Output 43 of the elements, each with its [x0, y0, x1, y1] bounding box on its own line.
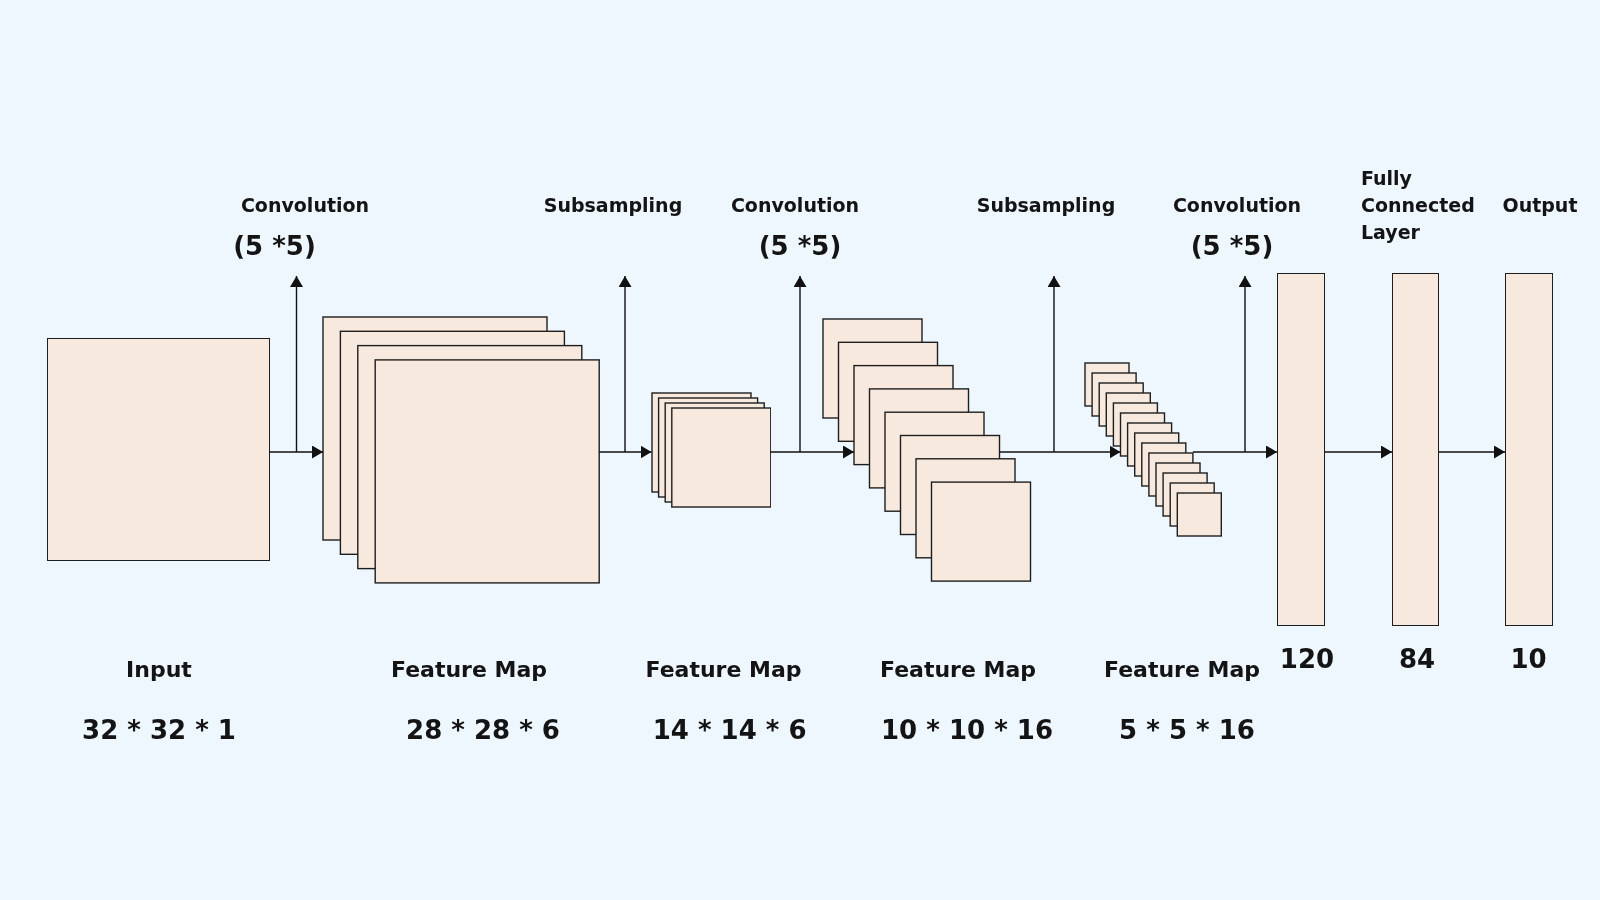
- kernel-size-label: (5 *5): [758, 232, 842, 262]
- arrow: [290, 275, 303, 453]
- unit-count: 10: [1510, 645, 1547, 675]
- kernel-size-label: (5 *5): [1190, 232, 1274, 262]
- arrow: [793, 275, 807, 453]
- arrow: [598, 445, 653, 459]
- dimension-label: 14 * 14 * 6: [652, 716, 807, 746]
- arrow: [1047, 275, 1061, 453]
- layer-name: Output: [1502, 195, 1578, 217]
- feature-map-stack: [650, 392, 772, 508]
- layer-name: Fully Connected Layer: [1361, 166, 1476, 245]
- input-box: [47, 338, 270, 561]
- operation-label: Convolution: [240, 195, 370, 217]
- kernel-size-label: (5 *5): [233, 232, 316, 262]
- operation-label: Convolution: [1172, 195, 1302, 217]
- feature-map-stack: [822, 318, 1032, 583]
- arrow: [1192, 445, 1278, 459]
- operation-label: Convolution: [730, 195, 860, 217]
- operation-label: Subsampling: [543, 195, 683, 217]
- arrow: [1238, 275, 1252, 453]
- unit-count: 120: [1279, 645, 1335, 675]
- operation-label: Subsampling: [976, 195, 1116, 217]
- layer-name: Input: [126, 657, 192, 683]
- arrow: [618, 275, 632, 453]
- arrow: [269, 445, 324, 459]
- layer-bar: [1277, 273, 1325, 626]
- feature-map-stack: [322, 316, 601, 584]
- arrow: [1438, 445, 1506, 459]
- arrow: [998, 445, 1122, 459]
- arrow: [769, 445, 855, 459]
- dimension-label: 10 * 10 * 16: [881, 716, 1053, 746]
- layer-bar: [1505, 273, 1553, 626]
- dimension-label: 28 * 28 * 6: [406, 716, 560, 746]
- dimension-label: 32 * 32 * 1: [82, 716, 236, 746]
- layer-bar: [1392, 273, 1439, 626]
- arrow: [1324, 445, 1393, 459]
- layer-name: Feature Map: [880, 657, 1036, 683]
- layer-name: Feature Map: [1104, 657, 1260, 683]
- layer-name: Feature Map: [645, 657, 802, 683]
- feature-map-stack: [1084, 362, 1223, 537]
- dimension-label: 5 * 5 * 16: [1119, 716, 1255, 746]
- layer-name: Feature Map: [391, 657, 547, 683]
- unit-count: 84: [1398, 645, 1436, 675]
